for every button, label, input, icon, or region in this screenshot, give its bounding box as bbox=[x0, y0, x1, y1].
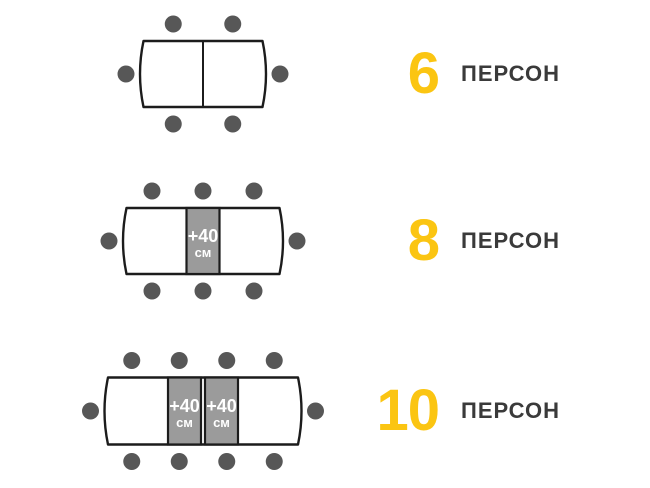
extension-leaf bbox=[203, 376, 240, 446]
seat-circle-top bbox=[164, 15, 182, 33]
seat-circle-bottom bbox=[194, 282, 212, 300]
capacity-label-6: 6 ПЕРСОН bbox=[381, 9, 560, 139]
extension-leaf bbox=[185, 206, 221, 276]
extension-size-value: +40 bbox=[169, 396, 200, 416]
persons-word: ПЕРСОН bbox=[461, 228, 560, 253]
seat-circle-bottom bbox=[170, 453, 188, 470]
table-top bbox=[103, 376, 303, 446]
extension-leaf bbox=[166, 376, 203, 446]
seat-circle-left bbox=[100, 232, 118, 250]
seat-circle-right bbox=[271, 65, 289, 83]
persons-count: 8 bbox=[407, 208, 440, 273]
seat-circle-top bbox=[245, 182, 263, 200]
capacity-label-8: 8 ПЕРСОН bbox=[381, 176, 560, 306]
persons-count: 10 bbox=[376, 378, 440, 443]
persons-count-box: 8 bbox=[381, 208, 440, 273]
persons-count: 6 bbox=[407, 41, 440, 106]
seat-circle-bottom bbox=[224, 115, 242, 133]
seat-circle-bottom bbox=[164, 115, 182, 133]
seat-circle-top bbox=[123, 352, 141, 369]
persons-word: ПЕРСОН bbox=[461, 398, 560, 423]
seat-circle-bottom bbox=[265, 453, 283, 470]
seat-circle-left bbox=[117, 65, 135, 83]
capacity-label-10: 10 ПЕРСОН bbox=[376, 346, 560, 476]
seat-circle-bottom bbox=[245, 282, 263, 300]
persons-count-box: 10 bbox=[376, 382, 440, 440]
extension-size-value: +40 bbox=[188, 226, 219, 246]
seat-circle-top bbox=[194, 182, 212, 200]
seat-circle-top bbox=[170, 352, 188, 369]
seat-circle-top bbox=[265, 352, 283, 369]
seat-circle-bottom bbox=[218, 453, 236, 470]
extension-size-unit: см bbox=[195, 245, 212, 260]
seating-config-row-6: 6 ПЕРСОН bbox=[0, 9, 650, 139]
persons-word: ПЕРСОН bbox=[461, 61, 560, 86]
seat-circle-bottom bbox=[123, 453, 141, 470]
seat-circle-left bbox=[82, 402, 99, 420]
seat-circle-right bbox=[288, 232, 306, 250]
seat-circle-top bbox=[218, 352, 236, 369]
seat-circle-bottom bbox=[143, 282, 161, 300]
extension-size-value: +40 bbox=[206, 396, 237, 416]
extension-size-unit: см bbox=[176, 415, 193, 430]
extension-size-unit: см bbox=[213, 415, 230, 430]
persons-count-box: 6 bbox=[381, 41, 440, 106]
table-diagram-6-persons bbox=[117, 15, 289, 133]
seat-circle-top bbox=[143, 182, 161, 200]
seat-circle-top bbox=[224, 15, 242, 33]
seat-circle-right bbox=[307, 402, 324, 420]
